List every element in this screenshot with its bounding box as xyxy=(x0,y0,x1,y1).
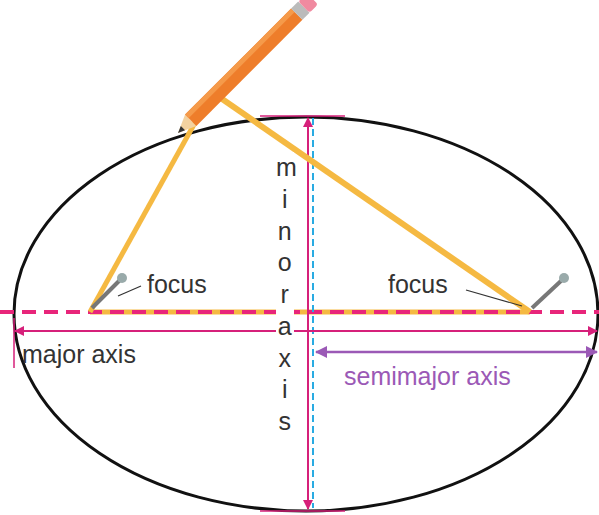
focus-label: focus xyxy=(145,272,209,297)
axis-label: minor axis xyxy=(276,152,294,438)
axis-label: semimajor axis xyxy=(344,364,511,389)
axis-label: major axis xyxy=(22,342,136,367)
focus-label: focus xyxy=(386,272,450,297)
